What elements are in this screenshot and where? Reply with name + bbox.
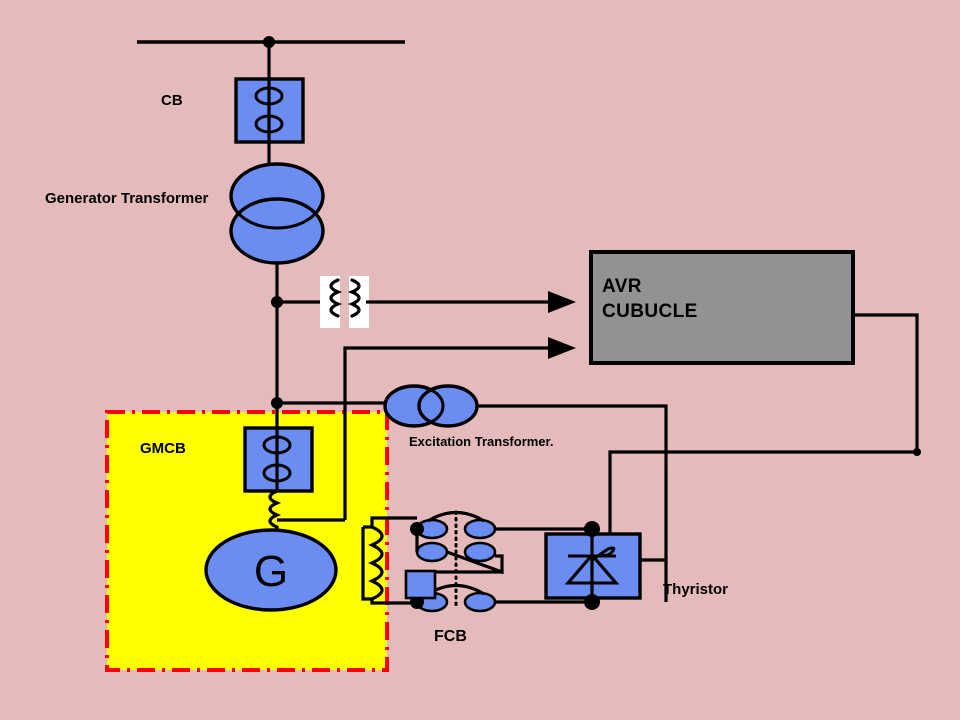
generator-body [204, 528, 338, 612]
thyristor-gate-lead [591, 546, 616, 562]
avr-cubicle-body [589, 250, 855, 365]
fcb-label: FCB [434, 628, 467, 645]
generator-symbol[interactable]: G [204, 528, 338, 612]
gmcb-contact-upper [262, 435, 292, 455]
vt-coil-secondary [347, 278, 361, 318]
generator-transformer-winding-secondary [229, 197, 325, 265]
wire-excitation-transformer-to-thyristor-lower [477, 404, 668, 602]
generator-field-winding [368, 525, 384, 601]
avr-gate-corner-node [913, 448, 921, 456]
fcb-contact-r3-right [463, 591, 497, 613]
wire-field-to-fcb-top [370, 516, 417, 527]
field-discharge-resistor [404, 569, 437, 600]
fcb-contact-r2-right [463, 541, 497, 563]
excitation-transformer-label: Excitation Transformer. [409, 434, 554, 449]
excitation-transformer-symbol[interactable] [383, 384, 479, 428]
thyristor-cathode-node [584, 594, 600, 610]
avr-cubicle[interactable]: AVR CUBUCLE [589, 250, 855, 365]
generator-letter: G [254, 547, 288, 596]
wire-excitation-sense-to-avr [343, 346, 548, 520]
cb-contact-lower [254, 114, 284, 134]
cb-label: CB [161, 92, 183, 109]
thyristor-symbol[interactable] [544, 521, 666, 610]
excitation-transformer-winding-secondary [417, 384, 479, 428]
generator-transformer-symbol[interactable] [229, 162, 325, 265]
gmcb-contact-lower [262, 463, 292, 483]
gmcb-symbol[interactable] [243, 426, 314, 493]
fcb-contact-r2-left [415, 541, 449, 563]
generator-transformer-label: Generator Transformer [45, 190, 209, 207]
wire-field-return-rail [361, 527, 372, 601]
vt-coil-primary [329, 278, 343, 318]
arrowhead-vt-to-avr [548, 291, 576, 313]
cb-contact-upper [254, 86, 284, 106]
thyristor-triangle-outline [564, 552, 620, 585]
fcb-contact-r1-right [463, 518, 497, 540]
fcb-discharge-blade [446, 550, 504, 575]
avr-label-line2: CUBUCLE [602, 301, 698, 322]
generator-transformer-winding-primary-outline [229, 162, 325, 230]
arrowhead-excitation-sense-to-avr [548, 337, 576, 359]
gmcb-label: GMCB [140, 440, 186, 457]
cb-symbol[interactable] [234, 77, 305, 144]
thyristor-anode-node [584, 521, 600, 537]
excitation-transformer-winding-primary-outline [383, 384, 445, 428]
gmcb-series-coil [268, 489, 282, 529]
fcb-symbol[interactable] [404, 510, 504, 613]
thyristor-label: Thyristor [663, 581, 728, 598]
avr-label-line1: AVR [602, 276, 642, 297]
voltage-transformer-symbol [277, 276, 369, 328]
